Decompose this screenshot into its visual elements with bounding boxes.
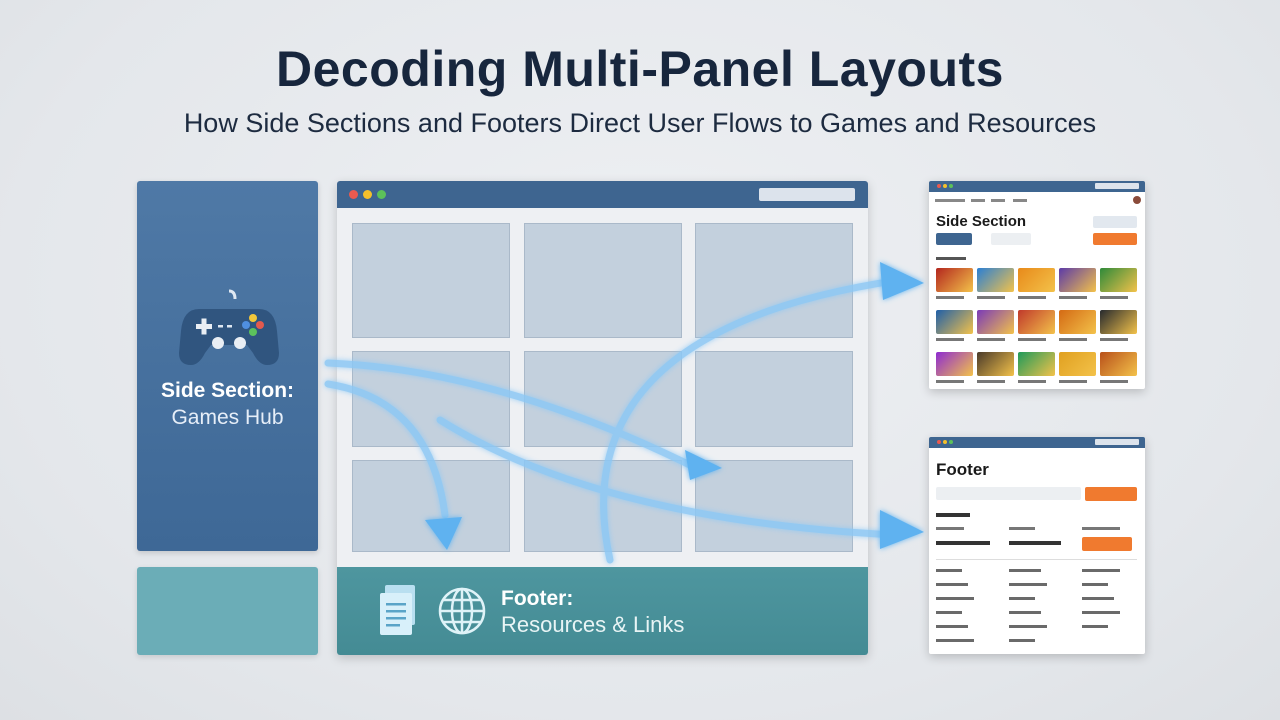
footer-link[interactable] (1082, 611, 1120, 614)
game-thumbnail[interactable] (977, 352, 1014, 376)
game-caption (936, 338, 964, 341)
address-bar (759, 188, 855, 201)
game-caption (936, 380, 964, 383)
mini-outline-button (1093, 216, 1137, 228)
arrow-head (880, 510, 924, 549)
game-caption (936, 296, 964, 299)
game-thumbnail[interactable] (1100, 310, 1137, 334)
game-thumbnail[interactable] (936, 352, 973, 376)
page-subtitle: How Side Sections and Footers Direct Use… (183, 108, 1097, 138)
mini-blue-button (936, 233, 972, 245)
footer-subtitle: Resources & Links (501, 612, 685, 637)
game-thumbnail[interactable] (977, 310, 1014, 334)
footer-link[interactable] (1009, 625, 1047, 628)
globe-icon (438, 587, 486, 635)
footer-link[interactable] (936, 625, 968, 628)
side-section-subtitle: Games Hub (171, 406, 284, 429)
game-caption (977, 380, 1005, 383)
content-tile (352, 460, 510, 552)
game-caption (1100, 296, 1128, 299)
mini-side-section-page: Side Section (929, 181, 1145, 389)
game-thumbnail[interactable] (1059, 268, 1096, 292)
footer-link[interactable] (936, 597, 974, 600)
browser-mockup: Footer: Resources & Links (337, 181, 868, 655)
footer-link[interactable] (936, 569, 962, 572)
game-thumbnail[interactable] (1018, 352, 1055, 376)
mini-browser-bar (929, 437, 1145, 448)
content-tile (524, 223, 682, 338)
mini-footer-page: Footer (929, 437, 1145, 654)
game-thumbnail[interactable] (1100, 352, 1137, 376)
game-caption (977, 296, 1005, 299)
game-caption (1100, 338, 1128, 341)
footer-link[interactable] (1082, 625, 1108, 628)
mini-footer-title: Footer (936, 460, 989, 479)
mini-explore-button[interactable] (1093, 233, 1137, 245)
document-icon (380, 585, 415, 635)
content-tile (695, 223, 853, 338)
minimize-dot-icon (363, 190, 372, 199)
browser-title-bar (337, 181, 868, 208)
footer-link[interactable] (1082, 597, 1114, 600)
game-thumbnail[interactable] (1059, 352, 1096, 376)
game-thumbnail[interactable] (1100, 268, 1137, 292)
mini-browser-bar (929, 181, 1145, 192)
content-tile (352, 351, 510, 447)
maximize-dot-icon (377, 190, 386, 199)
mini-explore-button[interactable] (1085, 487, 1137, 501)
browser-footer: Footer: Resources & Links (337, 567, 868, 655)
side-section-panel: Side Section: Games Hub (137, 181, 318, 551)
game-caption (977, 338, 1005, 341)
footer-link[interactable] (936, 611, 962, 614)
footer-link[interactable] (1082, 583, 1108, 586)
footer-link[interactable] (1009, 611, 1041, 614)
content-tile (524, 351, 682, 447)
page-title: Decoding Multi-Panel Layouts (276, 41, 1004, 97)
game-caption (1059, 338, 1087, 341)
game-caption (1059, 380, 1087, 383)
game-thumbnail[interactable] (977, 268, 1014, 292)
content-tile (352, 223, 510, 338)
footer-title: Footer: (501, 587, 574, 610)
content-tile (695, 460, 853, 552)
game-thumbnail[interactable] (936, 310, 973, 334)
footer-link[interactable] (1009, 639, 1035, 642)
game-caption (1018, 380, 1046, 383)
close-dot-icon (349, 190, 358, 199)
footer-link[interactable] (1009, 569, 1041, 572)
content-tile (524, 460, 682, 552)
side-footer-block (137, 567, 318, 655)
content-tile (695, 351, 853, 447)
side-section-title: Side Section: (160, 379, 295, 402)
gamepad-icon (179, 289, 279, 365)
game-caption (1059, 296, 1087, 299)
game-caption (1100, 380, 1128, 383)
footer-link[interactable] (1009, 583, 1047, 586)
arrow-head (880, 262, 924, 300)
mini-search-input[interactable] (936, 487, 1081, 500)
game-thumbnail[interactable] (1018, 310, 1055, 334)
footer-link[interactable] (1009, 597, 1035, 600)
footer-link[interactable] (936, 639, 974, 642)
game-thumbnail[interactable] (1018, 268, 1055, 292)
game-thumbnail[interactable] (936, 268, 973, 292)
footer-link[interactable] (1082, 569, 1120, 572)
game-caption (1018, 338, 1046, 341)
mini-explore-button-2[interactable] (1082, 537, 1132, 551)
game-caption (1018, 296, 1046, 299)
game-thumbnail[interactable] (1059, 310, 1096, 334)
mini-gray-button (991, 233, 1031, 245)
footer-link[interactable] (936, 583, 968, 586)
mini-side-title: Side Section (936, 213, 1027, 230)
